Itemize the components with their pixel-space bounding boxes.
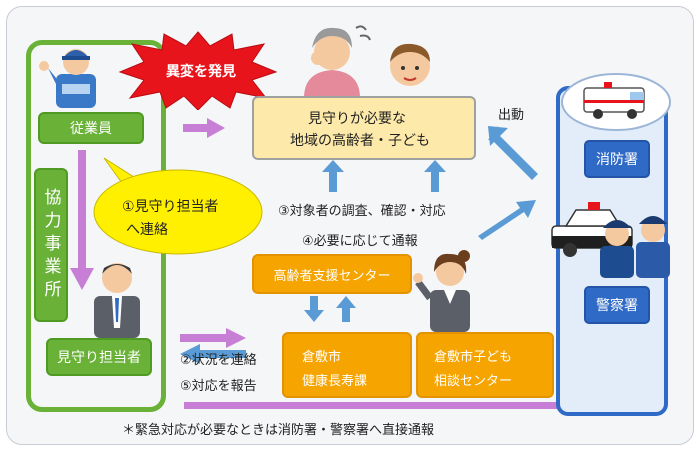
contact-bubble xyxy=(93,157,263,255)
child-consult-center-box: 倉敷市子ども 相談センター xyxy=(416,332,554,398)
arrow-up-left xyxy=(322,160,344,192)
elderly-woman-figure xyxy=(304,25,371,98)
kodomo-line2: 相談センター xyxy=(434,374,513,389)
fire-station-box: 消防署 xyxy=(584,140,650,178)
child-figure xyxy=(390,43,430,86)
police-officer-figures xyxy=(600,216,670,278)
monitor-person-box: 見守り担当者 xyxy=(46,338,152,376)
woman-pointing-figure xyxy=(413,250,470,332)
manager-figure xyxy=(94,263,140,338)
footnote: ＊緊急対応が必要なときは消防署・警察署へ直接通報 xyxy=(122,423,435,438)
dispatch-label: 出動 xyxy=(498,108,525,123)
police-station-box: 警察署 xyxy=(584,286,650,324)
worker-figure xyxy=(39,49,96,108)
target-line1: 見守りが必要な xyxy=(308,111,406,127)
arrow-down-center xyxy=(304,296,324,322)
target-line2: 地域の高齢者・子ども xyxy=(290,133,430,149)
health-longevity-box: 倉敷市 健康長寿課 xyxy=(282,332,412,398)
arrow-report-police xyxy=(478,200,536,240)
employee-box: 従業員 xyxy=(38,112,144,144)
arrow-dispatch xyxy=(488,126,538,180)
arrow-step5-left xyxy=(180,344,246,364)
step4-label: ④必要に応じて通報 xyxy=(302,234,418,249)
kodomo-line1: 倉敷市子ども xyxy=(434,350,513,365)
step5-label: ⑤対応を報告 xyxy=(180,379,257,394)
arrow-step2-right xyxy=(180,328,246,348)
arrow-employee-to-target xyxy=(183,118,225,138)
kenko-line1: 倉敷市 xyxy=(302,350,342,365)
senior-support-center-box: 高齢者支援センター xyxy=(252,254,412,294)
kenko-line2: 健康長寿課 xyxy=(302,374,368,389)
step3-label: ③対象者の調査、確認・対応 xyxy=(278,204,446,219)
step1-line1: ①見守り担当者 xyxy=(122,199,219,215)
target-box: 見守りが必要な 地域の高齢者・子ども xyxy=(252,96,476,160)
cooperative-label: 協力事業所 xyxy=(34,168,68,322)
step2-label: ②状況を連絡 xyxy=(180,353,257,368)
discovery-label: 異変を発見 xyxy=(166,64,236,80)
discovery-burst xyxy=(118,31,278,110)
arrow-up-right xyxy=(424,160,446,192)
arrow-up-center xyxy=(336,296,356,322)
arrow-employee-to-monitor xyxy=(70,150,94,290)
step1-line2: へ連絡 xyxy=(126,222,168,238)
ambulance-icon xyxy=(561,73,671,131)
